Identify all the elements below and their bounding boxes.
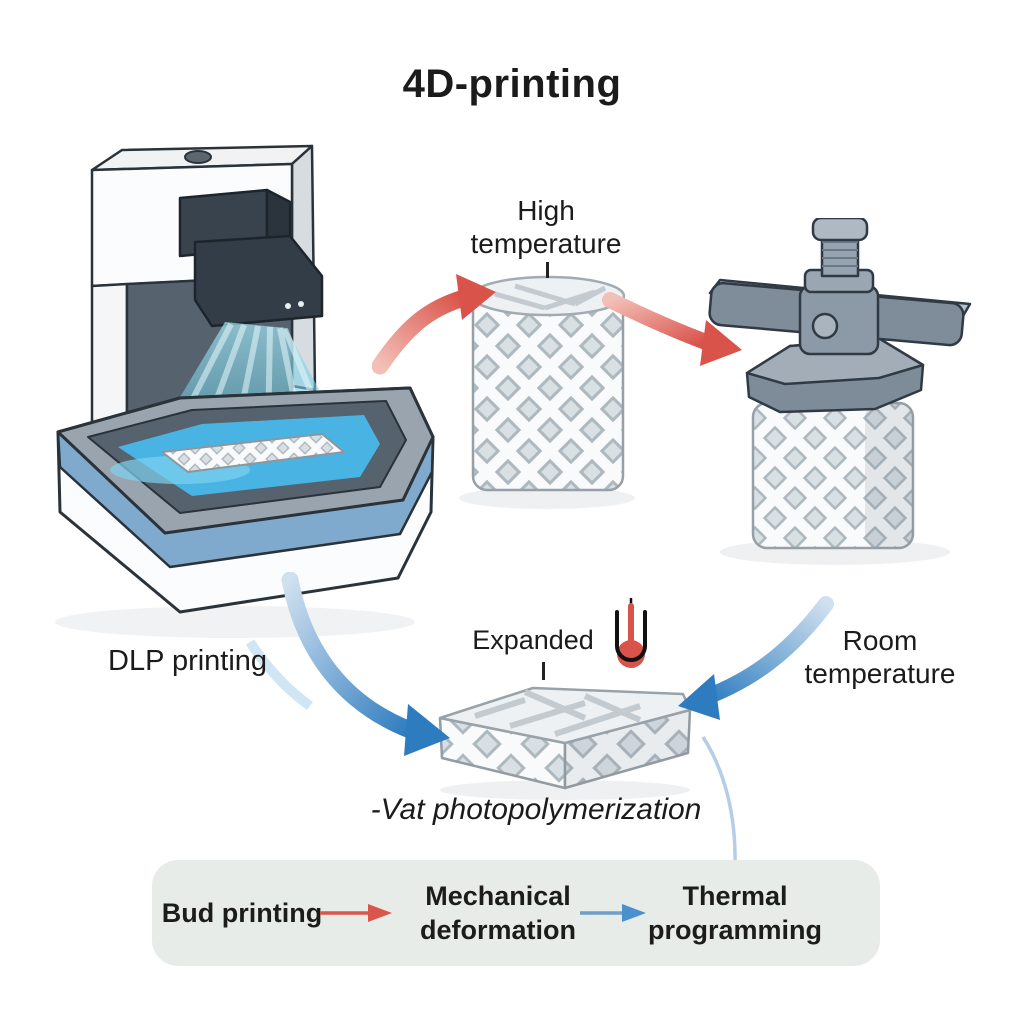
- cylinder-shadow: [459, 487, 635, 509]
- lattice-expanded-flat: [438, 662, 692, 800]
- flow-connector-line: [701, 736, 737, 866]
- projector-head: [178, 188, 324, 328]
- dlp-printing-label: DLP printing: [108, 645, 268, 677]
- process-step-thermal-programming: Thermal programming: [647, 881, 822, 945]
- lattice-cylinder-expanded: [459, 262, 635, 509]
- dlp-printer-illustration: [55, 144, 435, 638]
- printer-shadow: [55, 606, 415, 638]
- cool-arrow-icon: [580, 904, 646, 922]
- beam-reflection: [245, 640, 313, 710]
- vat-photopolymerization-label: -Vat photopolymerization: [370, 793, 702, 826]
- high-temperature-label: High temperature: [470, 195, 622, 259]
- printed-lattice-layer: [161, 433, 345, 473]
- projector-light-dot: [298, 301, 304, 307]
- process-step-printing: Bud printing: [161, 898, 323, 928]
- hot-arrow-icon: [602, 292, 742, 366]
- process-step-mechanical-deformation: Mechanical deformation: [419, 881, 576, 945]
- printer-top-button: [184, 150, 212, 164]
- label-pointer-tick: [542, 662, 545, 680]
- room-temperature-label: Room temperature: [804, 625, 956, 689]
- cool-arrow-icon: [678, 596, 834, 720]
- process-steps-bar: Bud printing Mechanical deformation Ther…: [152, 860, 880, 966]
- resin-vat: [56, 386, 435, 614]
- clamp-fixture-illustration: [708, 218, 972, 565]
- thermometer-icon: [615, 598, 647, 668]
- expanded-label: Expanded: [472, 625, 594, 655]
- screw-clamp: [708, 218, 972, 414]
- hot-arrow-icon: [372, 274, 496, 375]
- flat-lattice-shadow: [440, 780, 690, 800]
- label-pointer-tick: [546, 262, 549, 278]
- diagram-title: 4D-printing: [402, 62, 622, 106]
- projector-light-dot: [285, 303, 291, 309]
- cool-arrow-icon: [281, 572, 450, 756]
- hot-arrow-icon: [320, 904, 392, 922]
